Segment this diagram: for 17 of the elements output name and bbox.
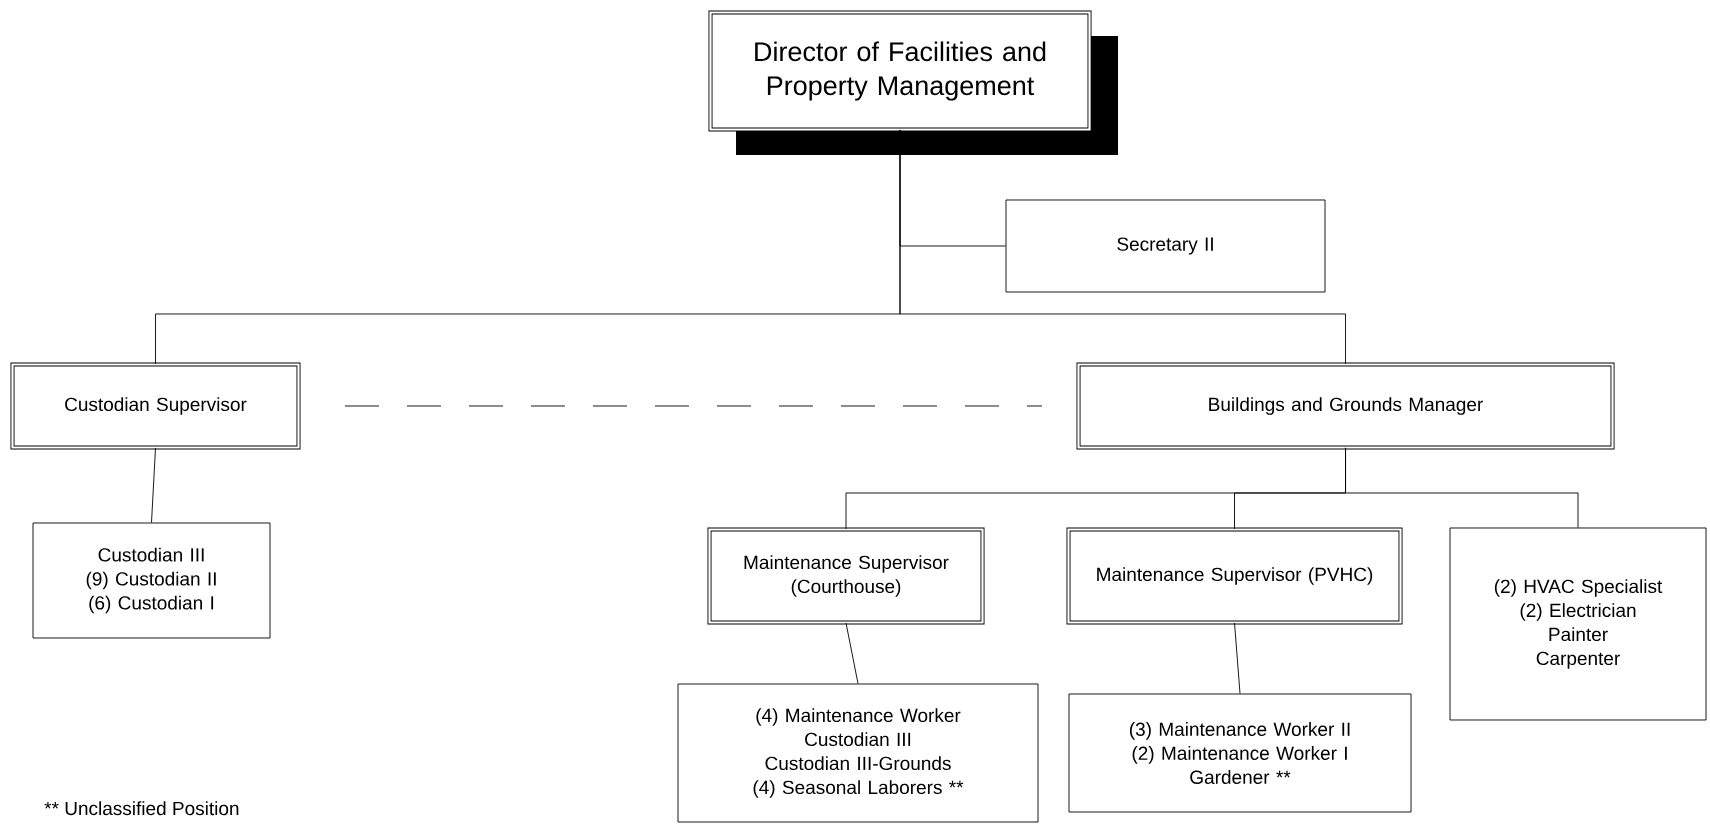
position-box: Custodian Supervisor <box>10 362 301 450</box>
footnote: ** Unclassified Position <box>44 801 239 816</box>
position-box: Secretary II <box>1005 199 1326 293</box>
position-box: Buildings and Grounds Manager <box>1076 362 1615 450</box>
connector-line <box>899 129 1346 365</box>
position-box: (3) Maintenance Worker II (2) Maintenance Worker I Gardener ** <box>1068 693 1412 813</box>
position-box: (4) Maintenance Worker Custodian III Custodian III-Grounds (4) Seasonal Laborers ** <box>677 683 1039 823</box>
position-box: (2) HVAC Specialist (2) Electrician Painter Carpenter <box>1449 527 1707 721</box>
position-box: Custodian III (9) Custodian II (6) Custodian I <box>32 522 271 639</box>
connector-line <box>1234 622 1241 694</box>
position-box: Maintenance Supervisor (PVHC) <box>1066 527 1403 625</box>
position-box: Maintenance Supervisor (Courthouse) <box>707 527 985 625</box>
connector-line <box>1345 447 1579 528</box>
dashed-line <box>344 405 1043 407</box>
title-box: Director of Facilities and Property Management <box>708 10 1118 155</box>
connector-line <box>845 622 859 684</box>
connector-line <box>151 447 156 523</box>
